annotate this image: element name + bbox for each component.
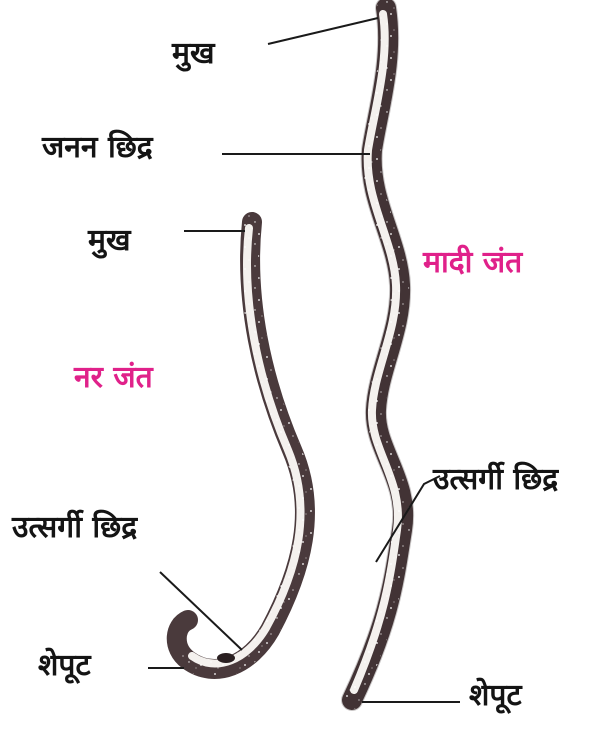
female-worm-title: मादी जंत <box>423 245 522 281</box>
male-worm-title: नर जंत <box>74 360 153 396</box>
female-excretory-pore-label: उत्सर्गी छिद्र <box>433 462 558 498</box>
female-genital-pore-label: जनन छिद्र <box>42 130 153 166</box>
female-tail-label: शेपूट <box>469 678 522 714</box>
male-worm-texture <box>188 222 305 669</box>
pointer-female-mouth <box>268 18 378 44</box>
female-worm <box>352 8 403 700</box>
female-mouth-label: मुख <box>172 36 214 72</box>
pointer-lines <box>148 18 460 702</box>
male-mouth-label: मुख <box>88 223 130 259</box>
male-tail-label: शेपूट <box>38 648 91 684</box>
male-excretory-pore-label: उत्सर्गी छिद्र <box>12 510 137 546</box>
male-spicule <box>217 653 235 663</box>
male-worm <box>177 222 305 669</box>
